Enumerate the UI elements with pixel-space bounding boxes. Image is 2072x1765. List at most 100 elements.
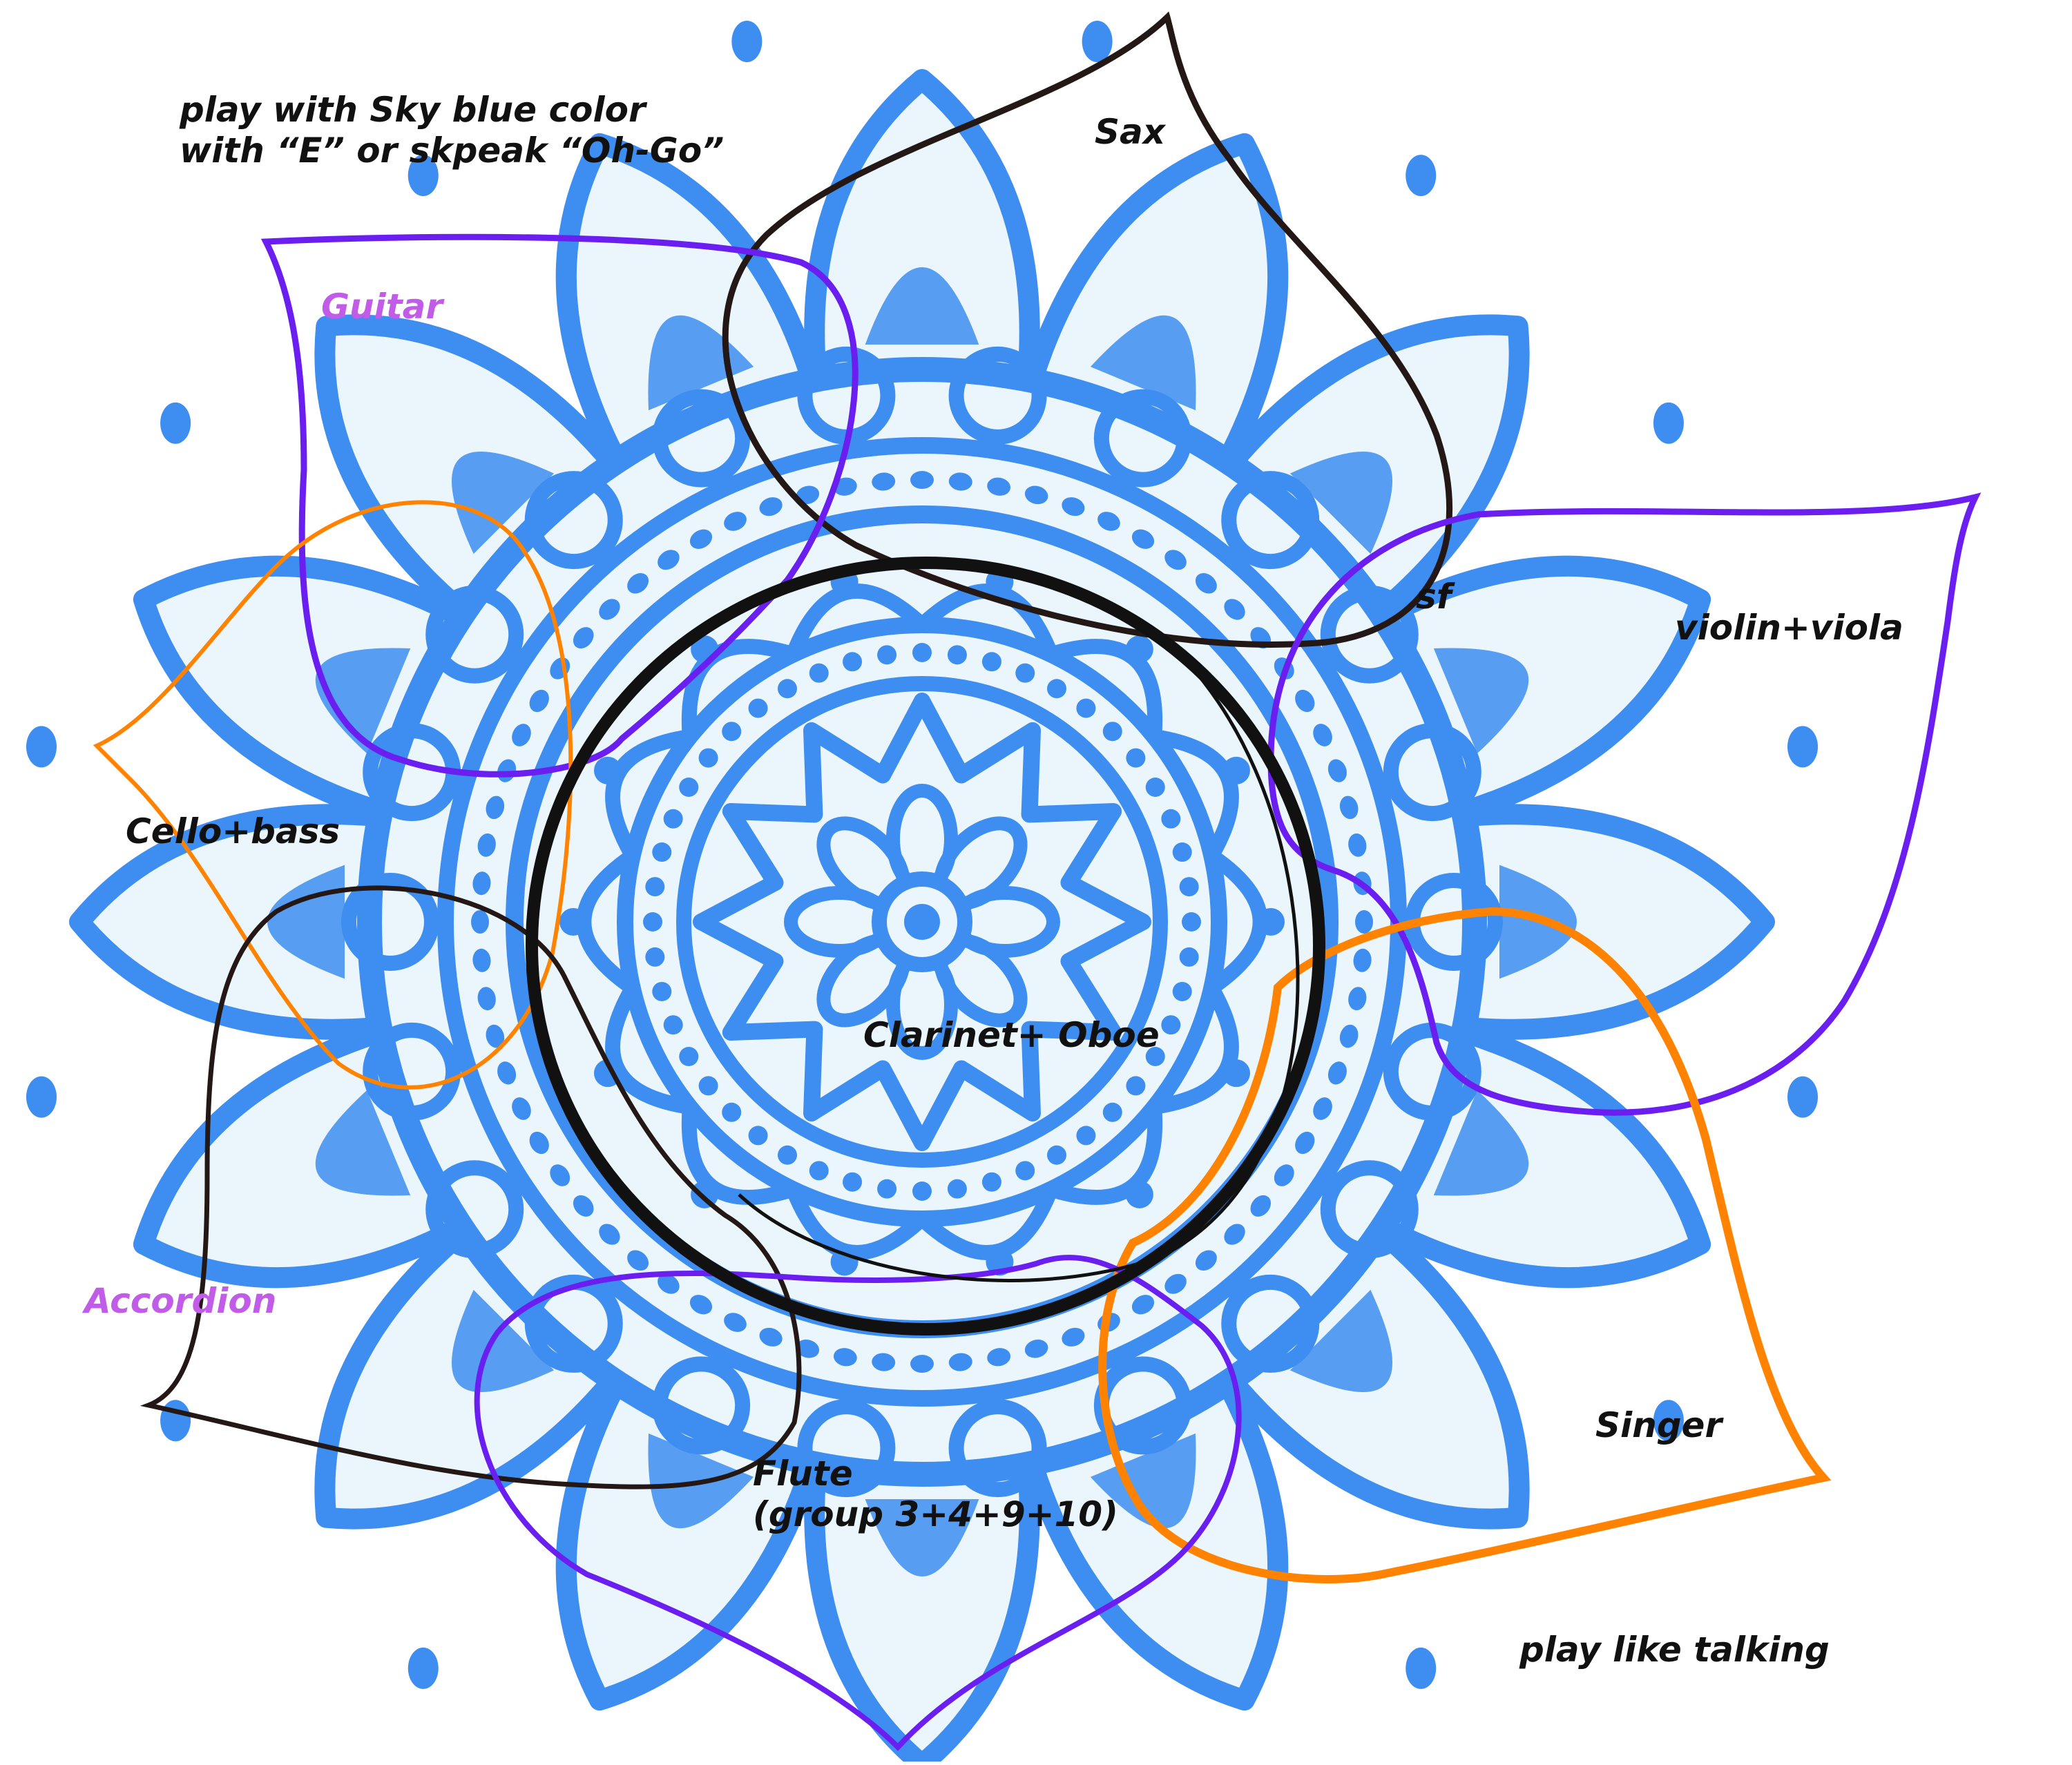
mandala-dot	[987, 477, 1011, 496]
label-clarinet-oboe: Clarinet+ Oboe	[863, 1015, 1160, 1055]
mandala-dot	[663, 809, 683, 829]
mandala-dot	[722, 1102, 742, 1122]
mandala-dot	[1161, 809, 1181, 829]
mandala-drop	[1653, 1400, 1684, 1442]
mandala-dot	[573, 627, 594, 649]
mandala-mid-dot	[594, 756, 622, 784]
mandala-dot	[912, 1182, 932, 1201]
label-sf: sf	[1416, 577, 1452, 617]
mandala-dot	[1339, 795, 1359, 820]
mandala-dot	[1015, 1161, 1035, 1181]
mandala-dot	[1327, 1061, 1347, 1085]
mandala-petal-inlay	[1289, 1289, 1393, 1393]
cello-bass-region-outline	[93, 500, 573, 1090]
mandala-dot	[1172, 842, 1192, 862]
mandala-dot	[599, 1224, 620, 1245]
note-top-line2: with “E” or skpeak “Oh-Go”	[180, 131, 725, 171]
mandala-drop	[1787, 726, 1819, 768]
mandala-dot	[477, 833, 496, 857]
mandala-dot	[529, 689, 549, 713]
mandala-dot	[722, 722, 742, 742]
mandala-scallop	[948, 1399, 1047, 1498]
mandala-scallop	[425, 1160, 524, 1259]
mandala-scallop	[1093, 389, 1192, 488]
mandala-dot	[1172, 981, 1192, 1001]
instrument-regions	[93, 11, 1982, 1751]
mandala-petal-inlay	[451, 1289, 555, 1393]
note-top: play with Sky blue color with “E” or skp…	[180, 90, 724, 171]
mandala-dot	[1024, 485, 1048, 505]
mandala-mid-dot	[559, 908, 587, 936]
mandala-scallop	[425, 585, 524, 684]
mandala-dot	[512, 1097, 531, 1120]
mandala-outer-petal	[1426, 804, 1775, 1040]
label-cello-bass: Cello+bass	[126, 811, 340, 851]
mandala-dot	[1047, 1145, 1066, 1165]
mandala-scallop	[1221, 471, 1320, 570]
mandala-scallop	[652, 389, 751, 488]
mandala-dot	[679, 778, 699, 797]
mandala-dot	[1024, 1339, 1048, 1358]
mandala-scallop	[1383, 723, 1481, 822]
mandala-dot	[778, 679, 797, 699]
mandala-dot	[981, 652, 1001, 672]
mandala-drop	[1406, 155, 1437, 197]
mandala-dot	[486, 795, 505, 820]
mandala-dot	[652, 981, 672, 1001]
mandala-dot	[471, 910, 489, 934]
mandala-petal-inlay	[451, 451, 555, 554]
mandala-dot	[1076, 698, 1096, 718]
mandala-scallop	[797, 1399, 896, 1498]
mandala-dot	[748, 1126, 768, 1146]
mandala-ring	[617, 617, 1227, 1227]
mandala-dot	[573, 1195, 594, 1217]
mandala-dot	[698, 1076, 718, 1096]
note-bottom: play like talking	[1519, 1630, 1830, 1670]
mandala-scallop	[363, 1022, 461, 1121]
mandala-scallop	[341, 873, 439, 971]
mandala-petal-inlay	[1289, 451, 1393, 554]
mandala-petal-inlay	[1090, 315, 1196, 411]
mandala-dot	[658, 550, 680, 570]
mandala-ring	[676, 676, 1168, 1168]
mandala-scallop	[524, 471, 623, 570]
mandala-dot	[1313, 1097, 1332, 1120]
mandala-outer-petal	[69, 804, 418, 1040]
mandala-dot	[1102, 1102, 1122, 1122]
mandala-dot	[1047, 679, 1066, 699]
mandala-dot	[652, 842, 672, 862]
mandala-dot	[529, 1131, 549, 1155]
label-flute-line1: Flute	[753, 1454, 853, 1494]
label-flute: Flute (group 3+4+9+10)	[753, 1454, 1118, 1535]
mandala-dot	[981, 1172, 1001, 1192]
mandala-dot	[1076, 1126, 1096, 1146]
mandala-dot	[778, 1145, 797, 1165]
mandala-dot	[1339, 1024, 1359, 1048]
mandala-dot	[877, 645, 897, 665]
mandala-dot	[1355, 910, 1373, 934]
mandala-scallop	[524, 1274, 623, 1373]
mandala-petal-inlay	[1433, 1090, 1529, 1196]
singer-region-outline	[1098, 907, 1832, 1583]
mandala-dot	[833, 477, 857, 496]
mandala-dot	[1062, 1327, 1085, 1347]
accordion-region-outline	[140, 885, 802, 1489]
mandala-dot	[724, 512, 747, 531]
mandala-dot	[1353, 948, 1372, 972]
label-singer: Singer	[1595, 1405, 1723, 1445]
mandala-dot	[1179, 877, 1199, 897]
mandala-dot	[1182, 912, 1201, 932]
mandala-drop	[160, 402, 191, 444]
mandala-dot	[759, 497, 783, 517]
mandala-dot	[1348, 833, 1367, 857]
mandala-mid-dot	[1125, 635, 1153, 664]
mandala-dot	[1295, 1131, 1315, 1155]
label-accordion: Accordion	[84, 1281, 277, 1321]
mandala-dot	[1126, 748, 1146, 768]
mandala-dot	[645, 877, 665, 897]
mandala-mid-dot	[1257, 908, 1285, 936]
mandala-dot	[643, 912, 662, 932]
mandala-dot	[472, 871, 491, 896]
